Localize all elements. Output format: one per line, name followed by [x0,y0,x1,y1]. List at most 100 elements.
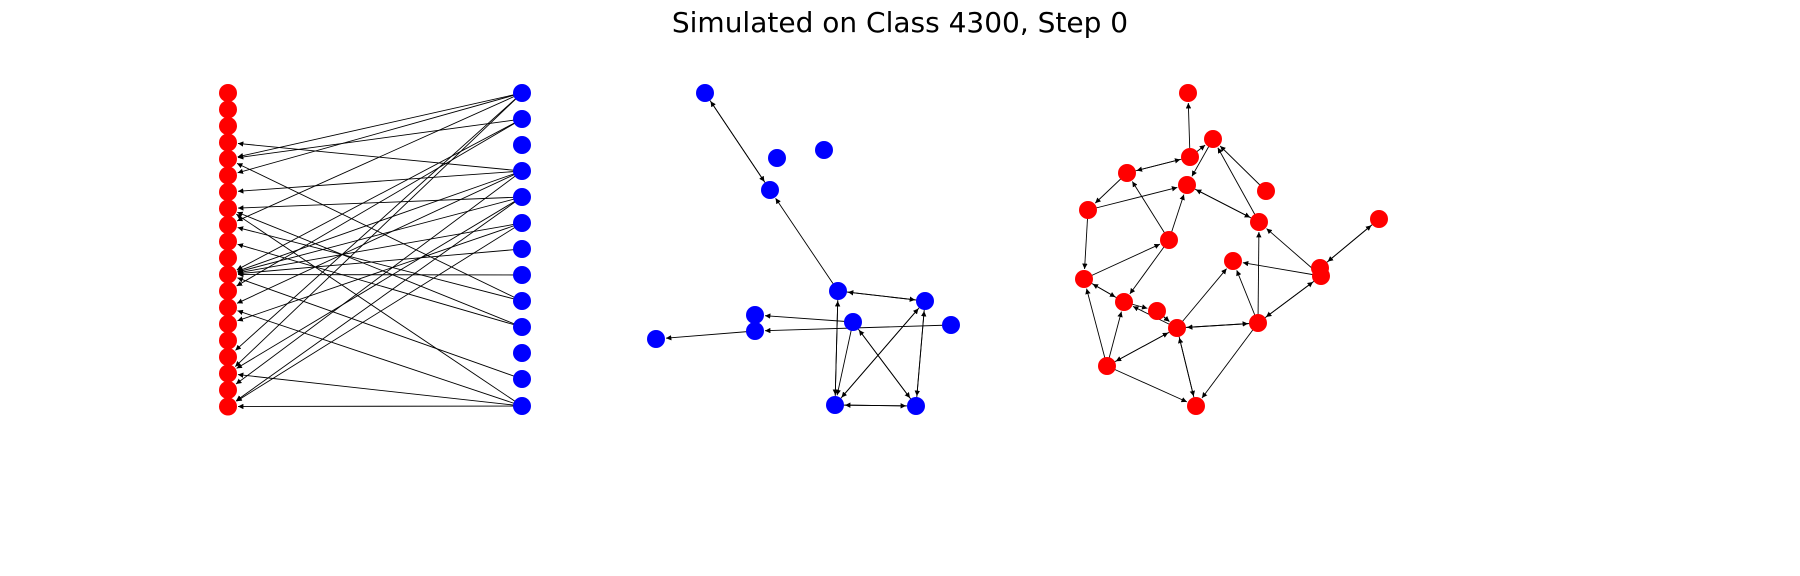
edge-red-G-E [1087,186,1178,211]
node-blue-h [942,316,960,334]
edge-red-H-E [1195,189,1260,223]
node-bipartite-L16 [219,348,237,366]
nodes-layer [219,84,1388,416]
node-red-M [1312,267,1330,285]
node-bipartite-L6 [219,183,237,201]
node-red-F [1257,182,1275,200]
node-red-E [1178,176,1196,194]
edge-red-S-M [1257,281,1314,324]
edge-bipartite-R9-L9 [237,243,523,328]
edge-blue-l-f [834,308,919,406]
node-bipartite-L11 [219,265,237,284]
node-bipartite-R3 [513,162,531,180]
edge-red-T-O [1106,311,1123,367]
edge-bipartite-R4-L19 [235,196,523,402]
edge-bipartite-R1-L4 [237,118,523,160]
node-red-P [1148,302,1166,320]
node-red-A [1179,84,1197,102]
node-bipartite-L5 [219,166,237,185]
node-red-U [1187,397,1205,415]
edge-bipartite-R3-L13 [236,170,523,304]
edge-bipartite-R8-L8 [237,226,523,302]
node-bipartite-L8 [219,216,237,234]
edge-blue-e-d [775,198,839,292]
edges-layer [234,92,1380,410]
node-bipartite-R4 [513,188,531,206]
node-bipartite-L15 [219,331,237,350]
edge-red-U-Q [1178,337,1197,407]
edge-red-S-K [1236,270,1259,324]
node-bipartite-L7 [219,199,237,218]
edge-blue-m-l [844,402,917,408]
node-red-N [1075,270,1093,288]
node-blue-c [815,141,833,159]
edge-red-S-Q [1186,322,1259,330]
edge-bipartite-R6-L11 [237,248,523,276]
node-bipartite-L18 [219,381,237,399]
edge-bipartite-R9-L7 [237,211,523,328]
node-bipartite-L13 [219,298,237,317]
edge-bipartite-R0-L5 [237,92,523,174]
edge-red-F-B [1219,145,1267,192]
node-blue-m [907,397,925,415]
node-red-O [1115,293,1133,311]
edge-red-I-L [1327,218,1380,262]
node-red-B [1204,130,1222,148]
edge-bipartite-R3-L11 [237,170,523,272]
node-bipartite-R11 [513,370,531,388]
edge-bipartite-R0-L4 [237,92,523,159]
edge-red-N-J [1083,243,1161,280]
edge-bipartite-R5-L19 [236,222,523,402]
edge-red-Q-K [1176,268,1227,329]
edge-blue-m-f [915,310,927,407]
edge-bipartite-R5-L11 [237,222,523,275]
edge-blue-g-i [764,313,854,323]
edge-blue-d-a [710,101,771,191]
node-blue-e [829,282,847,300]
node-blue-g [844,313,862,331]
node-blue-d [761,181,779,199]
node-bipartite-L10 [219,249,237,267]
edge-red-S-U [1201,322,1259,399]
edge-red-T-U [1106,365,1188,403]
node-blue-a [696,84,714,102]
node-blue-f [916,292,934,310]
node-blue-j [746,322,764,340]
node-red-C [1181,148,1199,166]
node-bipartite-L0 [219,84,237,102]
edge-bipartite-R12-L7 [236,213,523,407]
edge-red-C-A [1185,102,1192,158]
node-blue-b [768,149,786,167]
node-bipartite-L9 [219,232,237,251]
edge-red-D-C [1126,158,1181,174]
edge-red-H-B [1217,147,1260,223]
node-red-S [1249,314,1267,332]
edge-bipartite-R12-L13 [237,309,523,407]
edge-bipartite-R5-L14 [237,222,523,322]
edge-bipartite-R12-L17 [237,372,523,407]
node-red-H [1250,213,1268,231]
edge-bipartite-R4-L17 [236,196,523,369]
edge-bipartite-R3-L6 [237,170,523,194]
edge-blue-g-l [835,321,854,396]
edge-bipartite-R4-L7 [237,196,523,211]
node-bipartite-L3 [219,133,237,152]
node-bipartite-R8 [513,292,531,310]
node-bipartite-R9 [513,318,531,336]
figure-title: Simulated on Class 4300, Step 0 [671,6,1129,39]
node-bipartite-R7 [513,266,531,284]
edge-blue-f-e [847,290,926,302]
node-blue-i [746,306,764,324]
edge-red-M-K [1242,260,1322,277]
node-bipartite-R10 [513,344,531,362]
node-bipartite-R6 [513,240,531,258]
edge-bipartite-R8-L4 [236,162,523,302]
edge-bipartite-R11-L11 [237,277,523,380]
node-bipartite-R1 [513,110,531,128]
node-bipartite-L17 [219,364,237,383]
node-red-Q [1168,319,1186,337]
edge-blue-m-g [858,329,917,407]
edge-red-T-Q [1106,332,1169,367]
node-red-I [1370,210,1388,228]
